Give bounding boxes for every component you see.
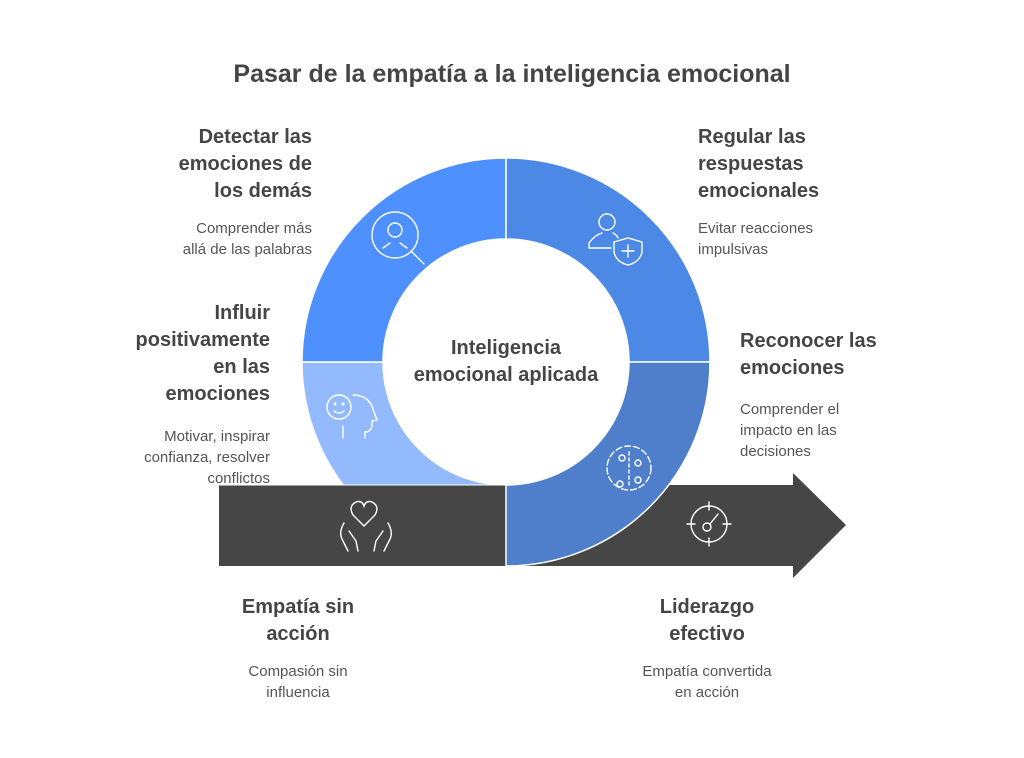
arrow-end-desc: Empatía convertida en acción bbox=[607, 661, 807, 703]
title-line: emocionales bbox=[698, 180, 820, 202]
segment-desc: Motivar, inspirar confianza, resolver conf… bbox=[144, 426, 270, 489]
segment-desc: Comprender el impacto en las decisiones bbox=[740, 399, 839, 462]
desc-line: Comprender el bbox=[740, 401, 840, 418]
arrow-start-desc: Compasión sin influencia bbox=[198, 661, 398, 703]
desc-line: conflictos bbox=[207, 470, 270, 487]
center-label: Inteligencia emocional aplicada bbox=[406, 335, 606, 389]
segment-top-left bbox=[301, 157, 507, 363]
person-shield-icon bbox=[588, 213, 643, 266]
desc-line: Compasión sin bbox=[248, 663, 348, 680]
desc-line: impulsivas bbox=[698, 241, 769, 258]
title-line: positivamente bbox=[135, 329, 270, 351]
title-line: los demás bbox=[214, 180, 312, 202]
segment-top-right bbox=[505, 157, 711, 363]
title-line: Empatía sin bbox=[241, 596, 355, 618]
title-line: en las bbox=[213, 356, 270, 378]
segment-desc: Comprender más allá de las palabras bbox=[183, 218, 312, 260]
segment-title: Regular las respuestas emocionales bbox=[698, 124, 819, 205]
desc-line: Comprender más bbox=[196, 220, 312, 237]
center-line: Inteligencia bbox=[450, 337, 562, 359]
brain-icon bbox=[606, 445, 652, 491]
segment-title: Reconocer las emociones bbox=[740, 328, 877, 382]
title-line: Influir bbox=[214, 302, 270, 324]
heart-hands-icon bbox=[340, 500, 392, 552]
title-line: Liderazgo bbox=[659, 596, 755, 618]
desc-line: en acción bbox=[674, 684, 740, 701]
title-line: respuestas bbox=[698, 153, 804, 175]
desc-line: Motivar, inspirar bbox=[164, 428, 270, 445]
desc-line: influencia bbox=[266, 684, 330, 701]
diagram-title: Pasar de la empatía a la inteligencia em… bbox=[233, 60, 791, 88]
title-line: emociones de bbox=[178, 153, 312, 175]
segment-desc: Evitar reacciones impulsivas bbox=[698, 218, 813, 260]
title-line: emociones bbox=[740, 357, 845, 379]
title-line: efectivo bbox=[669, 623, 745, 645]
segment-title: Influir positivamente en las emociones bbox=[136, 300, 270, 408]
title-line: Regular las bbox=[698, 126, 806, 148]
desc-line: allá de las palabras bbox=[182, 241, 312, 258]
title-line: Reconocer las bbox=[740, 330, 877, 352]
arrow-start-title: Empatía sin acción bbox=[198, 594, 398, 648]
title-line: emociones bbox=[165, 383, 270, 405]
desc-line: decisiones bbox=[740, 443, 811, 460]
desc-line: Empatía convertida bbox=[642, 663, 772, 680]
title-line: Detectar las bbox=[198, 126, 312, 148]
desc-line: impacto en las bbox=[740, 422, 837, 439]
desc-line: confianza, resolver bbox=[144, 449, 270, 466]
center-line: emocional aplicada bbox=[413, 364, 599, 386]
smiling-head-icon bbox=[326, 394, 378, 439]
target-icon bbox=[686, 501, 732, 547]
person-search-icon bbox=[371, 211, 425, 265]
title-line: acción bbox=[266, 623, 330, 645]
arrow-end-title: Liderazgo efectivo bbox=[607, 594, 807, 648]
desc-line: Evitar reacciones bbox=[698, 220, 814, 237]
segment-title: Detectar las emociones de los demás bbox=[179, 124, 312, 205]
